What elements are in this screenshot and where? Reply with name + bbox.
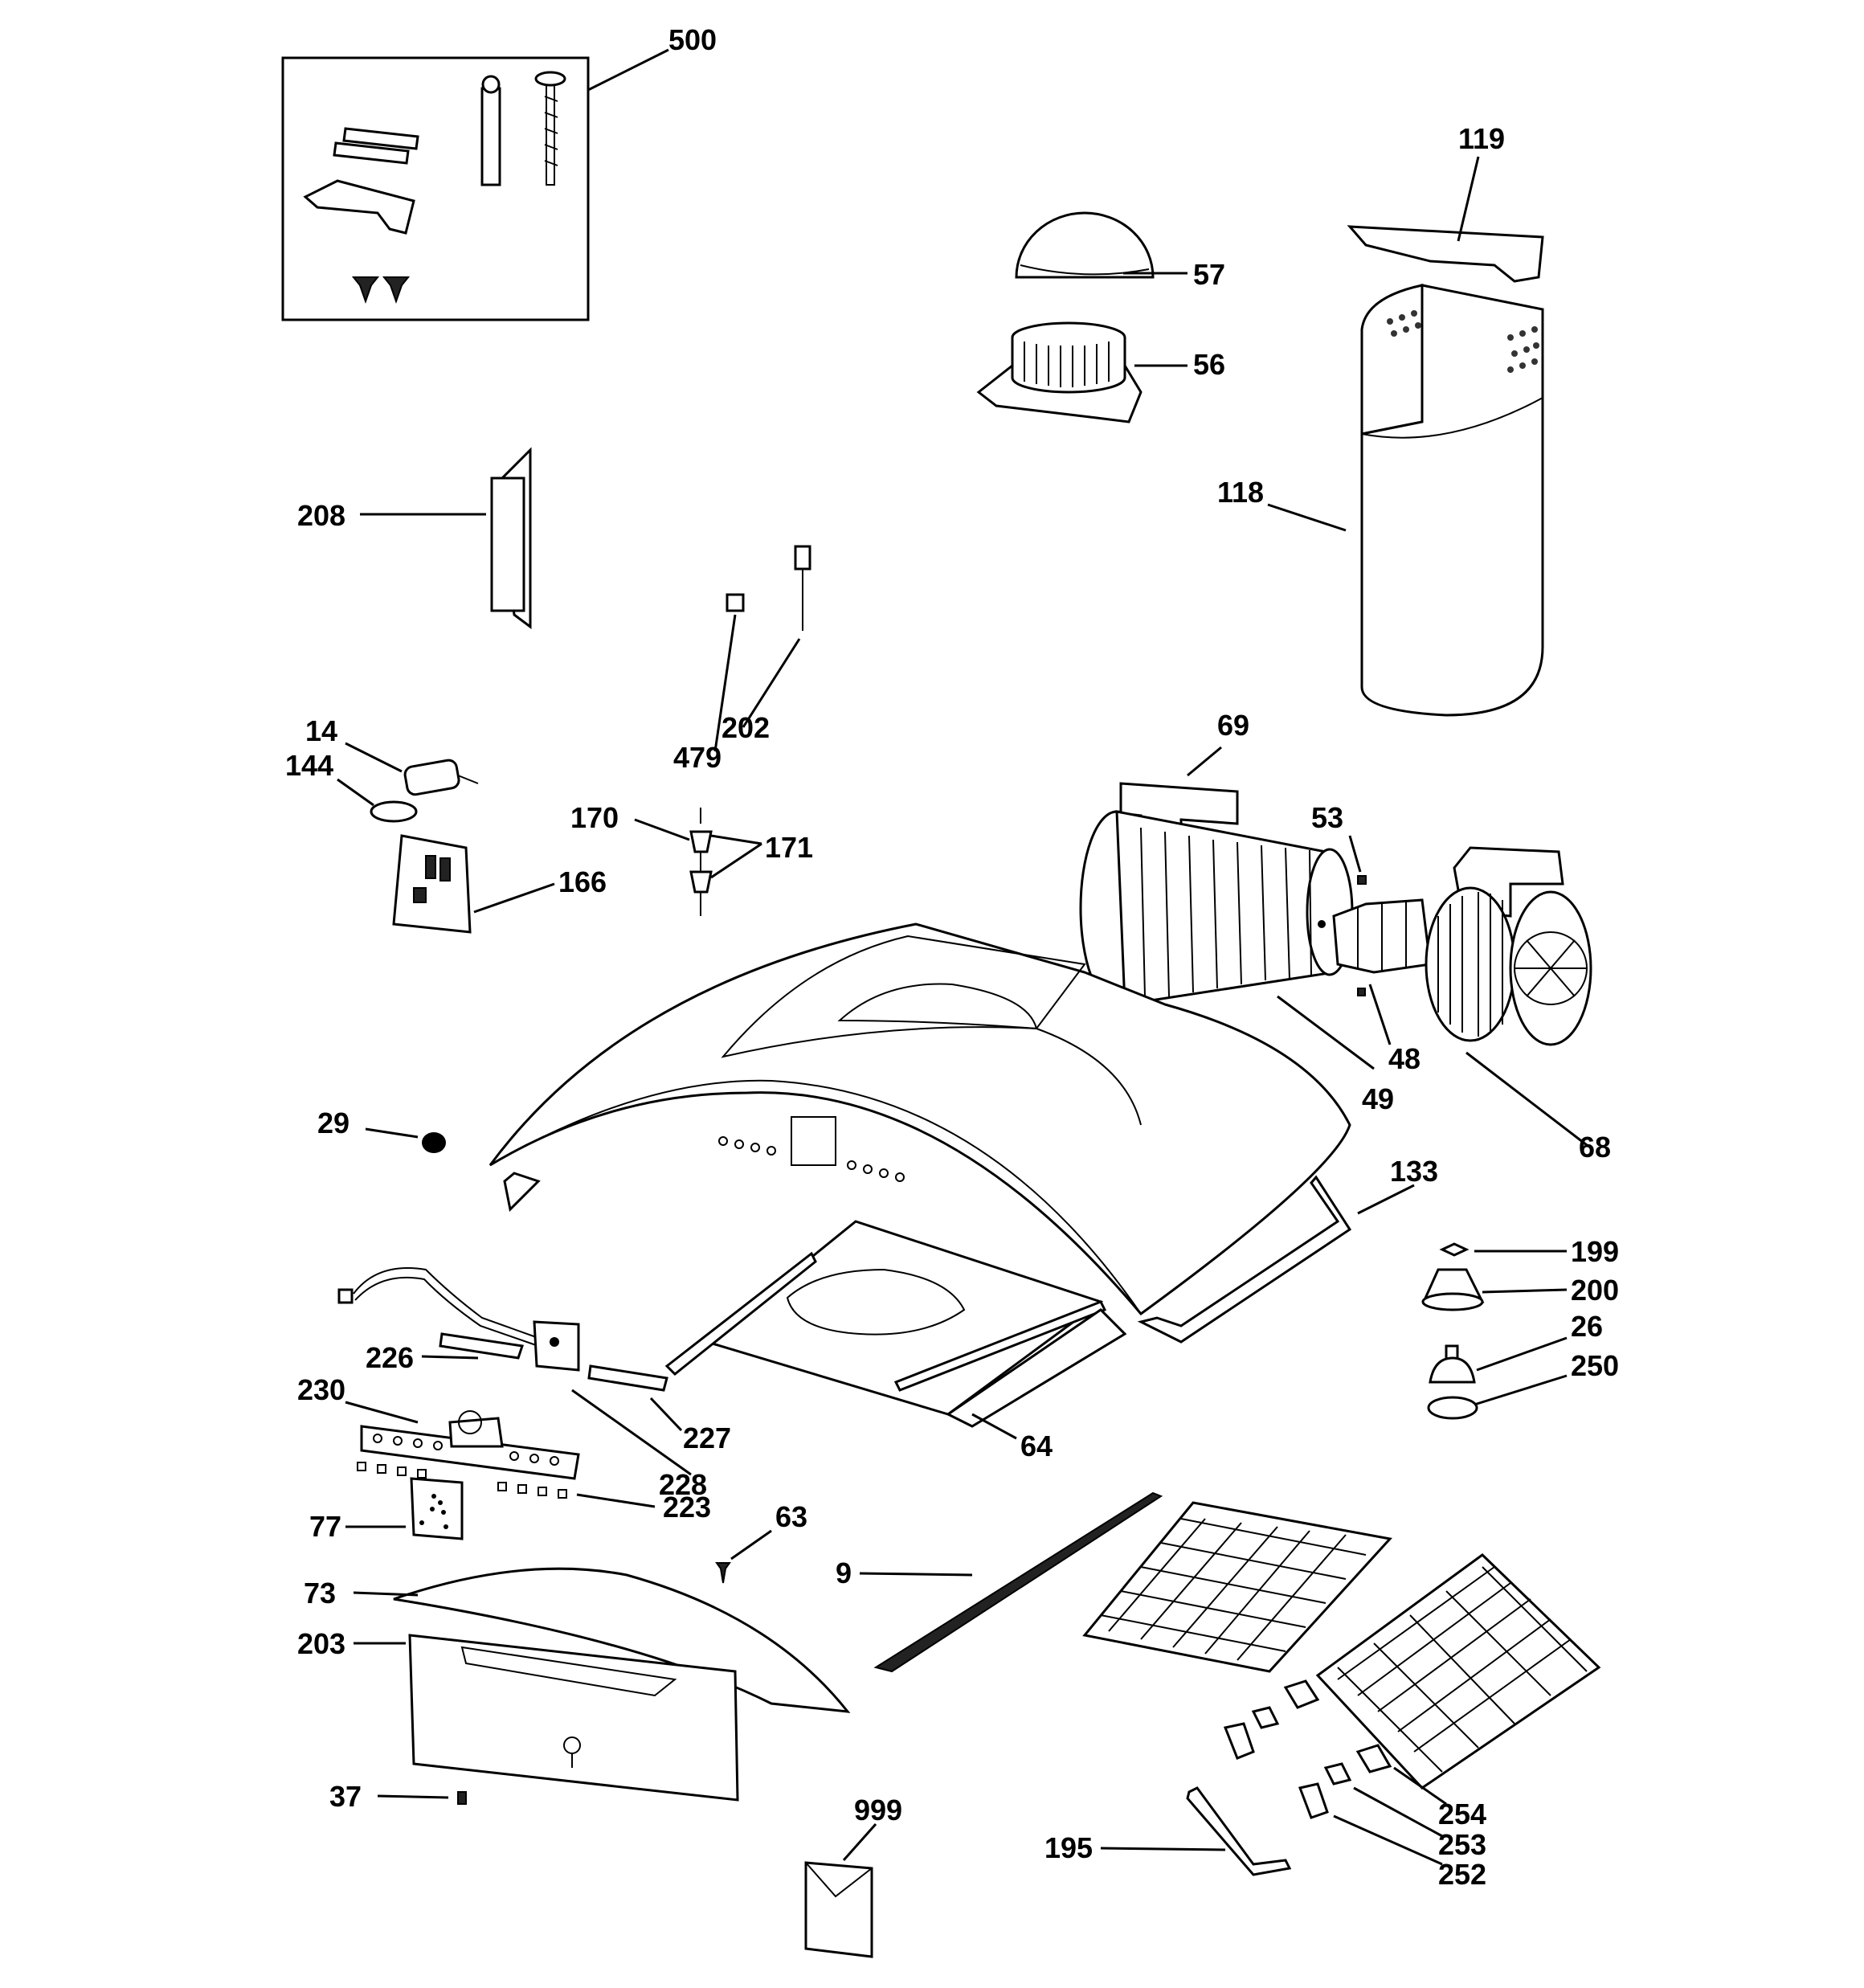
label-69: 69 — [1217, 709, 1249, 742]
label-37: 37 — [329, 1780, 362, 1813]
label-203: 203 — [297, 1627, 345, 1660]
label-14: 14 — [305, 714, 337, 747]
part-68-blower-housing: 68 — [1425, 846, 1611, 1164]
part-29-grommet: 29 — [317, 1106, 446, 1153]
label-133: 133 — [1390, 1155, 1438, 1188]
part-144-capacitor-clip: 144 — [285, 749, 418, 823]
part-166-control-board: 166 — [392, 834, 607, 934]
part-14-capacitor: 14 — [305, 714, 479, 796]
part-226-button-strip: 226 — [366, 1332, 524, 1374]
part-64-inner-panel: 64 — [664, 1220, 1127, 1462]
label-171: 171 — [765, 831, 813, 864]
part-56-duct-collar: 56 — [976, 321, 1225, 423]
part-202-connector: 202 — [721, 545, 811, 744]
label-999: 999 — [854, 1794, 902, 1826]
part-9-grease-filter: 9 — [836, 1491, 1163, 1673]
label-170: 170 — [570, 801, 619, 834]
part-49-blower-wheel: 49 — [1079, 810, 1394, 1115]
label-252: 252 — [1438, 1858, 1486, 1891]
part-63-screw: 63 — [715, 1500, 807, 1584]
label-227: 227 — [683, 1421, 731, 1454]
part-26-halogen-bulb: 26 — [1429, 1310, 1603, 1384]
label-64: 64 — [1020, 1430, 1053, 1462]
part-171-switch-knob: 171 — [710, 831, 813, 879]
label-73: 73 — [304, 1577, 336, 1610]
label-226: 226 — [366, 1341, 414, 1374]
label-119: 119 — [1458, 122, 1505, 155]
label-77: 77 — [309, 1510, 341, 1543]
part-119-chimney-bracket: 119 — [1347, 122, 1544, 283]
label-199: 199 — [1571, 1235, 1619, 1268]
label-202: 202 — [721, 711, 770, 744]
label-500: 500 — [668, 23, 717, 56]
label-253: 253 — [1438, 1828, 1486, 1861]
label-29: 29 — [317, 1106, 350, 1139]
label-228: 228 — [659, 1468, 707, 1501]
label-195: 195 — [1044, 1831, 1093, 1864]
label-254: 254 — [1438, 1798, 1486, 1831]
part-250-bulb-ring: 250 — [1427, 1349, 1619, 1420]
label-208: 208 — [297, 499, 345, 532]
part-500-hardware-kit: 500 — [281, 23, 717, 321]
part-170-switch: 170 — [570, 801, 713, 916]
part-999-literature-envelope: 999 — [804, 1794, 902, 1958]
part-253-latch-spring: 253 — [1251, 1706, 1486, 1861]
part-118-chimney-cover: 118 — [1217, 284, 1544, 717]
part-230-control-frame: 230 — [297, 1373, 580, 1480]
wire-harness — [337, 1267, 539, 1347]
part-254-filter-latch: 254 — [1283, 1679, 1486, 1831]
label-53: 53 — [1311, 801, 1343, 834]
part-223-buttons: 223 — [357, 1462, 711, 1524]
label-49: 49 — [1362, 1082, 1394, 1115]
part-133-rail: 133 — [1137, 1155, 1438, 1344]
part-208-transformer: 208 — [297, 447, 532, 629]
part-48-motor: 48 — [1332, 898, 1432, 1075]
part-227-button-strip: 227 — [587, 1364, 731, 1454]
label-166: 166 — [558, 865, 607, 898]
part-252-latch-housing: 252 — [1223, 1722, 1486, 1891]
hood-body — [488, 922, 1351, 1316]
charcoal-filter-panel — [1082, 1501, 1392, 1673]
label-68: 68 — [1579, 1131, 1611, 1164]
part-200-lamp-housing: 200 — [1421, 1268, 1619, 1311]
part-479-plug: 479 — [673, 593, 745, 774]
part-53-nut: 53 — [1311, 801, 1367, 885]
label-479: 479 — [673, 741, 721, 774]
label-63: 63 — [775, 1500, 807, 1533]
part-57-dome-cap: 57 — [1015, 211, 1225, 291]
label-56: 56 — [1193, 348, 1225, 381]
part-228-switch-board: 228 — [533, 1320, 707, 1501]
label-26: 26 — [1571, 1310, 1603, 1343]
charcoal-filter-mesh — [1315, 1553, 1601, 1790]
part-77-display-board: 77 — [309, 1477, 464, 1543]
part-195-filter-bracket: 195 — [1044, 1786, 1292, 1876]
label-118: 118 — [1217, 476, 1264, 509]
label-9: 9 — [836, 1556, 852, 1589]
part-203-front-panel: 203 — [297, 1627, 739, 1802]
label-48: 48 — [1388, 1042, 1420, 1075]
label-230: 230 — [297, 1373, 345, 1406]
part-199-lamp-clip: 199 — [1439, 1235, 1619, 1268]
part-37-screw: 37 — [329, 1780, 467, 1813]
label-200: 200 — [1571, 1274, 1619, 1307]
label-144: 144 — [285, 749, 333, 782]
label-250: 250 — [1571, 1349, 1619, 1382]
label-223: 223 — [663, 1491, 711, 1524]
label-57: 57 — [1193, 258, 1225, 291]
